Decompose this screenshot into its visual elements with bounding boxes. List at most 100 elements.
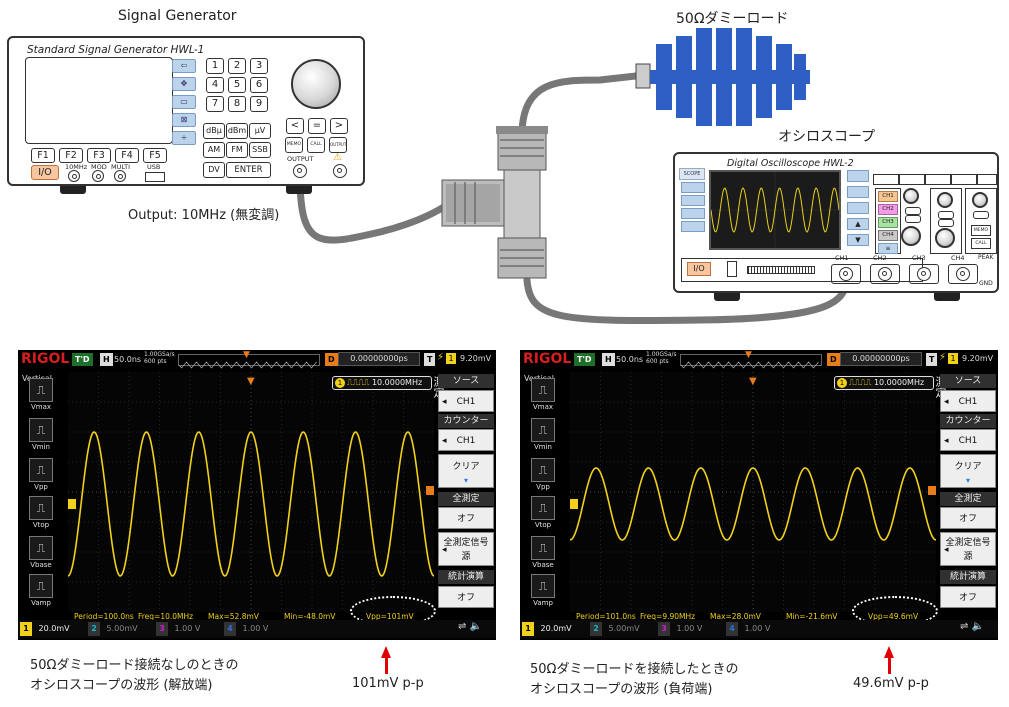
side-button-vbase[interactable]: ⎍ Vbase [21, 536, 61, 569]
sg-key[interactable]: 1 [206, 58, 224, 74]
ch1-button[interactable]: CH1 [878, 191, 898, 202]
down-arrow-icon[interactable]: ▼ [847, 234, 869, 246]
scope-top-button[interactable] [977, 174, 997, 185]
scope-side-button[interactable] [681, 221, 705, 232]
sg-unit-key[interactable]: dBμ [203, 123, 225, 139]
menu-source-value[interactable]: ◂CH1 [940, 390, 996, 412]
channel-4-status[interactable]: 4 1.00 V [224, 622, 268, 636]
sg-key-left[interactable]: < [286, 118, 304, 134]
sg-mod-connector[interactable] [92, 170, 104, 182]
sg-enter-key[interactable]: ENTER [226, 162, 271, 178]
scope-menu-button[interactable] [847, 186, 869, 198]
sg-f3-key[interactable]: F3 [87, 148, 111, 163]
sg-key[interactable]: 5 [228, 77, 246, 93]
scope-small-button[interactable] [938, 211, 954, 219]
menu-stats-value[interactable]: オフ [940, 586, 996, 608]
sg-key[interactable]: 8 [228, 96, 246, 112]
sg-key[interactable]: 3 [250, 58, 268, 74]
scope-side-button[interactable] [681, 195, 705, 206]
side-button-vpp[interactable]: ⎍ Vpp [523, 458, 563, 491]
scope-ch2-input[interactable] [870, 264, 900, 284]
channel-4-status[interactable]: 4 1.00 V [726, 622, 770, 636]
scope-top-button[interactable] [899, 174, 925, 185]
sg-multi-connector[interactable] [114, 170, 126, 182]
side-button-vpp[interactable]: ⎍ Vpp [21, 458, 61, 491]
side-button-vmin[interactable]: ⎍ Vmin [21, 418, 61, 451]
scope-small-button[interactable] [905, 207, 921, 215]
scope-side-button[interactable] [681, 182, 705, 193]
scope-knob[interactable] [901, 226, 921, 246]
scope-knob[interactable] [937, 192, 953, 208]
sg-mode-key[interactable]: FM [226, 142, 248, 158]
sg-mode-key[interactable]: SSB [249, 142, 271, 158]
sg-output-connector[interactable] [293, 164, 307, 178]
sg-io-key[interactable]: I/O [31, 165, 59, 180]
scope-knob[interactable] [972, 192, 988, 208]
sg-key-eq[interactable]: = [308, 118, 326, 134]
menu-all-meas-value[interactable]: オフ [940, 507, 996, 529]
sg-key-right[interactable]: > [330, 118, 348, 134]
sg-dv-key[interactable]: DV [203, 162, 225, 178]
sg-nav-icon[interactable]: ✥ [172, 77, 196, 91]
menu-clear-button[interactable]: クリア▾ [438, 454, 494, 488]
channel-2-status[interactable]: 2 5.00mV [590, 622, 640, 636]
scope-small-button[interactable] [938, 219, 954, 227]
sg-key[interactable]: 2 [228, 58, 246, 74]
side-button-vamp[interactable]: ⎍ Vamp [523, 574, 563, 607]
sg-unit-key[interactable]: μV [249, 123, 271, 139]
scope-menu-button[interactable] [847, 202, 869, 214]
sg-output-key[interactable]: OUTPUT [329, 137, 347, 153]
scope-ch3-input[interactable] [909, 264, 939, 284]
sg-mode-key[interactable]: AM [203, 142, 225, 158]
sg-expand-icon[interactable]: ⊠ [172, 113, 196, 127]
sg-bar-icon[interactable]: ▭ [172, 95, 196, 109]
scope-top-button[interactable] [951, 174, 977, 185]
side-button-vbase[interactable]: ⎍ Vbase [523, 536, 563, 569]
scope-top-button[interactable] [873, 174, 899, 185]
ch2-button[interactable]: CH2 [878, 204, 898, 215]
menu-source-value[interactable]: ◂CH1 [438, 390, 494, 412]
ch3-button[interactable]: CH3 [878, 217, 898, 228]
sg-left-arrow-icon[interactable]: ⇦ [172, 59, 196, 73]
scope-ch4-input[interactable] [948, 264, 978, 284]
side-button-vmax[interactable]: ⎍ Vmax [523, 378, 563, 411]
scope-math-icon[interactable]: ≡ [878, 243, 898, 254]
scope-memo-key[interactable]: MEMO [971, 225, 991, 236]
sg-aux-connector[interactable] [333, 164, 347, 178]
scope-small-button[interactable] [905, 215, 921, 223]
ch4-button[interactable]: CH4 [878, 230, 898, 241]
side-button-vmax[interactable]: ⎍ Vmax [21, 378, 61, 411]
menu-stats-value[interactable]: オフ [438, 586, 494, 608]
channel-3-status[interactable]: 3 1.00 V [156, 622, 200, 636]
scope-usb-port[interactable] [727, 261, 737, 277]
sg-unit-key[interactable]: dBm [226, 123, 248, 139]
menu-all-meas-source[interactable]: ◂全測定信号源 [438, 532, 494, 566]
menu-counter-value[interactable]: ◂CH1 [940, 429, 996, 451]
sg-key[interactable]: 6 [250, 77, 268, 93]
sg-10mhz-connector[interactable] [68, 170, 80, 182]
menu-clear-button[interactable]: クリア▾ [940, 454, 996, 488]
sg-tuning-knob[interactable] [291, 59, 341, 109]
sg-split-icon[interactable]: ÷ [172, 131, 196, 145]
sg-key[interactable]: 4 [206, 77, 224, 93]
scope-ch1-input[interactable] [831, 264, 861, 284]
side-button-vtop[interactable]: ⎍ Vtop [21, 496, 61, 529]
scope-knob[interactable] [935, 228, 955, 248]
scope-io-key[interactable]: I/O [687, 262, 711, 276]
up-arrow-icon[interactable]: ▲ [847, 218, 869, 230]
side-button-vtop[interactable]: ⎍ Vtop [523, 496, 563, 529]
side-button-vmin[interactable]: ⎍ Vmin [523, 418, 563, 451]
scope-small-button[interactable] [973, 211, 989, 219]
sg-memo-key[interactable]: MEMO [285, 137, 303, 153]
sg-usb-port[interactable] [145, 172, 165, 182]
scope-top-button[interactable] [925, 174, 951, 185]
sg-f5-key[interactable]: F5 [143, 148, 167, 163]
side-button-vamp[interactable]: ⎍ Vamp [21, 574, 61, 607]
scope-mode-button[interactable]: SCOPE [679, 168, 705, 180]
menu-all-meas-source[interactable]: ◂全測定信号源 [940, 532, 996, 566]
sg-f1-key[interactable]: F1 [31, 148, 55, 163]
menu-counter-value[interactable]: ◂CH1 [438, 429, 494, 451]
sg-f2-key[interactable]: F2 [59, 148, 83, 163]
menu-all-meas-value[interactable]: オフ [438, 507, 494, 529]
sg-call-key[interactable]: CALL [307, 137, 325, 153]
